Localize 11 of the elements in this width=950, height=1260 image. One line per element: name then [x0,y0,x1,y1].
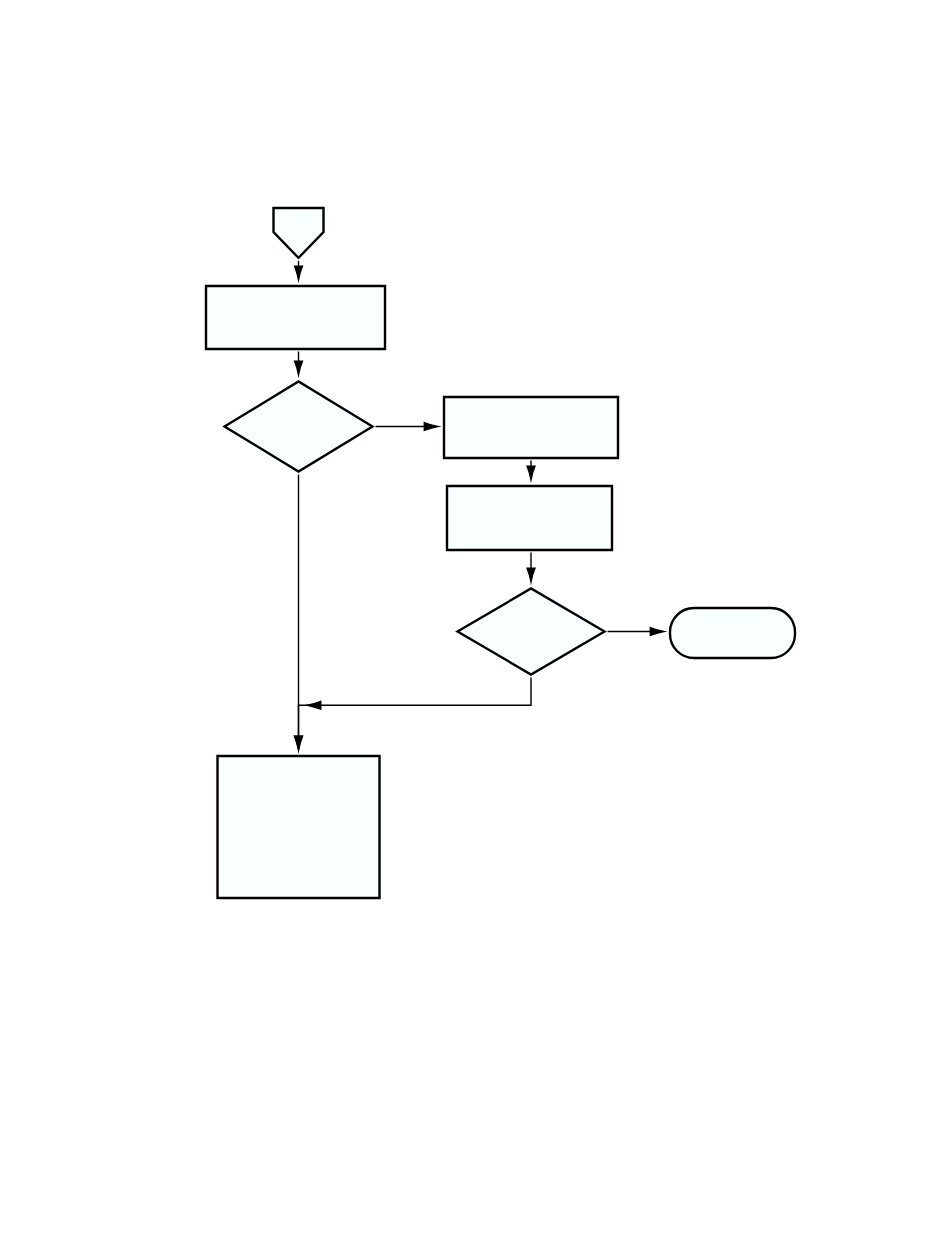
arrow [526,459,536,481]
process-box [445,484,614,552]
terminator-shape [668,606,797,660]
process-box [442,395,620,460]
process-box [216,754,381,900]
process-box [204,284,387,351]
arrow [526,551,536,583]
arrow [293,260,304,281]
connector-pentagon [272,206,325,260]
arrow [293,350,304,376]
arrow [293,676,532,751]
